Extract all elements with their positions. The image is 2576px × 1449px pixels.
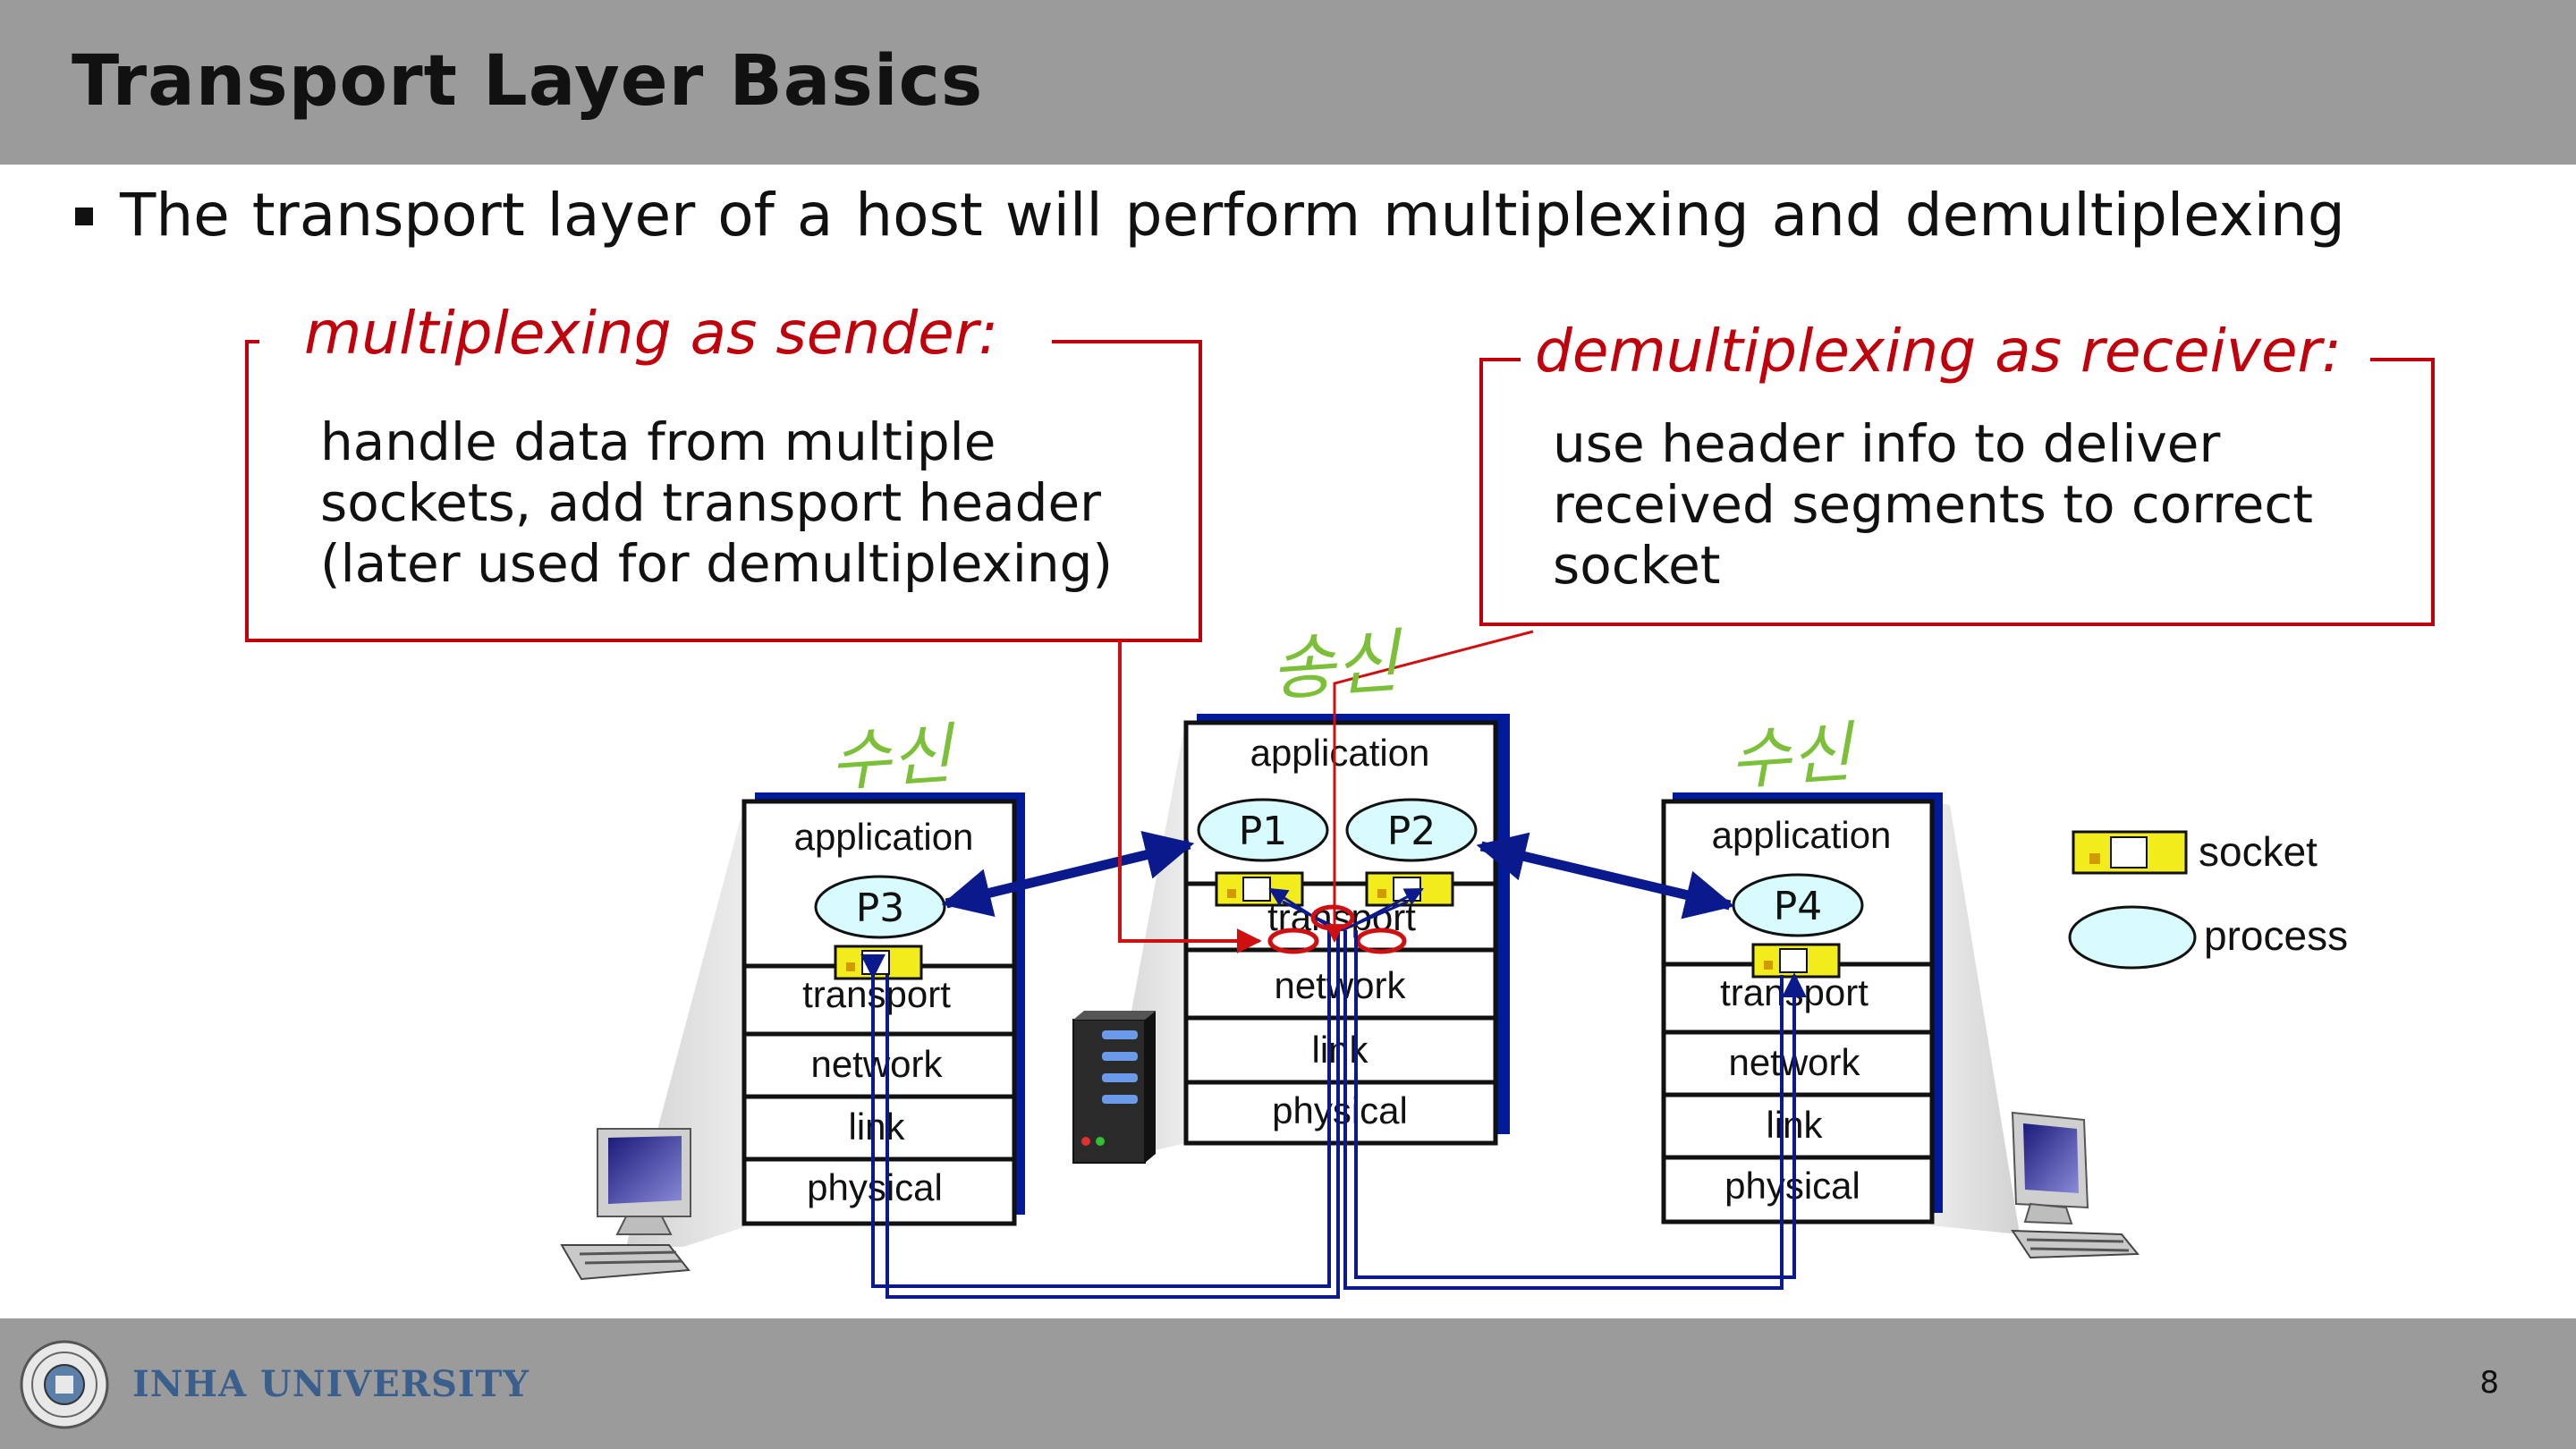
process-p4-label: P4	[1774, 884, 1823, 929]
arrow-p1-p3	[941, 830, 1195, 918]
legend-socket-label: socket	[2199, 828, 2318, 875]
sender-callout-title: multiplexing as sender:	[292, 299, 1012, 368]
server-icon	[1072, 1011, 1156, 1164]
sender-line-2: sockets, add transport header	[320, 472, 1102, 533]
process-p3-label: P3	[856, 886, 905, 931]
page-number: 8	[2479, 1365, 2499, 1401]
receiver-callout-pointer	[1325, 630, 1534, 944]
center-layer-application: application	[1250, 732, 1430, 774]
right-host-annotation: 수신	[1727, 714, 1860, 800]
receiver-line-2: received segments to correct	[1553, 474, 2314, 535]
legend: socket process	[2068, 828, 2348, 970]
university-name: INHA UNIVERSITY	[132, 1363, 530, 1405]
left-layer-network: network	[810, 1043, 943, 1085]
sender-callout-pointer	[1118, 640, 1262, 953]
bullet-item: The transport layer of a host will perfo…	[75, 181, 2490, 261]
left-layer-transport: transport	[802, 973, 951, 1015]
sender-callout-body: handle data from multiple sockets, add t…	[320, 411, 1113, 594]
center-socket-2-icon	[1365, 871, 1454, 907]
receiver-line-1: use header info to deliver	[1553, 413, 2221, 474]
center-layer-link: link	[1311, 1029, 1368, 1071]
center-host-stack: application transport network link physi…	[1183, 714, 1510, 1146]
university-seal-icon	[20, 1340, 109, 1429]
legend-process-label: process	[2204, 912, 2348, 959]
header-bar	[0, 0, 2576, 165]
left-socket-icon	[834, 945, 923, 980]
mux-marker-1	[1267, 928, 1319, 954]
legend-process-icon	[2068, 905, 2197, 970]
bullet-text: The transport layer of a host will perfo…	[120, 181, 2345, 250]
receiver-callout	[1325, 358, 2435, 944]
left-host-stack: application transport network link physi…	[741, 792, 1025, 1226]
left-layer-link: link	[848, 1106, 905, 1148]
slide-title: Transport Layer Basics	[72, 41, 984, 122]
receiver-callout-body: use header info to deliver received segm…	[1553, 413, 2313, 596]
right-socket-icon	[1751, 943, 1841, 979]
arrow-p2-p4	[1476, 832, 1735, 919]
segment-paths	[860, 930, 1807, 1299]
footer-bar	[0, 1318, 2576, 1449]
bullet-square-icon	[75, 208, 93, 225]
sender-line-1: handle data from multiple	[320, 411, 996, 472]
process-p1-label: P1	[1239, 809, 1288, 854]
left-layer-application: application	[794, 816, 974, 858]
center-layer-network: network	[1274, 964, 1406, 1006]
right-layer-application: application	[1712, 814, 1892, 856]
sender-line-3: (later used for demultiplexing)	[320, 533, 1114, 594]
left-computer-icon	[560, 1128, 691, 1281]
center-host-annotation: 송신	[1267, 622, 1407, 711]
process-p2	[1345, 798, 1478, 862]
right-computer-icon	[2011, 1111, 2140, 1259]
process-p2-label: P2	[1387, 809, 1436, 854]
receiver-line-3: socket	[1553, 535, 1721, 596]
center-host-cone	[1100, 719, 1186, 1163]
center-socket-1-icon	[1215, 871, 1304, 907]
process-p1	[1197, 798, 1329, 862]
receiver-callout-title: demultiplexing as receiver:	[1522, 317, 2354, 386]
right-host-cone	[1930, 801, 2020, 1234]
sender-callout	[245, 340, 1262, 953]
legend-socket-icon	[2072, 830, 2188, 875]
left-host-annotation: 수신	[827, 716, 960, 801]
right-host-stack: application transport network link physi…	[1661, 792, 1943, 1224]
